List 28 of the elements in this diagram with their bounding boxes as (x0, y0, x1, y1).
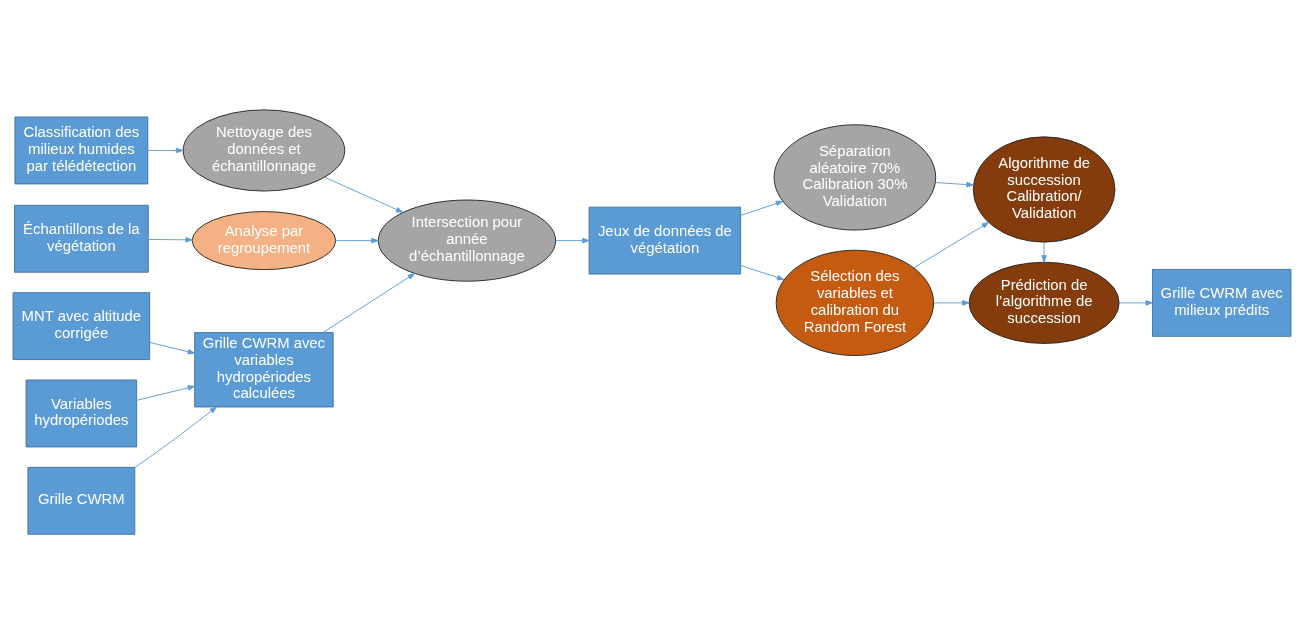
arrow (134, 406, 217, 468)
arrow (1118, 299, 1153, 306)
node-ellipse: Analyse par regroupement (191, 210, 337, 270)
node-box: Grille CWRM avec milieux prédits (1152, 268, 1292, 337)
node-box: MNT avec altitude corrigée (12, 291, 151, 360)
arrow (149, 341, 196, 354)
arrow (740, 264, 785, 280)
arrow (147, 147, 184, 153)
arrow (1041, 241, 1047, 263)
node-ellipse: Prédiction de l’algorithme de succession (968, 261, 1120, 344)
node-box: Échantillons de la végétation (14, 204, 149, 273)
node-box: Jeux de données de végétation (588, 206, 742, 275)
arrow (933, 299, 970, 306)
arrow (740, 200, 784, 216)
node-box: Classification des milieux humides par télédétection (14, 116, 149, 184)
node-ellipse: Algorithme de succession Calibration/ Validation (972, 135, 1116, 243)
arrow (136, 384, 196, 401)
node-box: Grille CWRM avec variables hydropériodes calculées (194, 331, 334, 407)
node-box: Grille CWRM (27, 466, 136, 535)
arrow (555, 237, 590, 243)
node-box: Variables hydropériodes (25, 379, 138, 447)
node-ellipse: Nettoyage des données et échantillonnage (182, 108, 346, 191)
arrow (335, 237, 379, 243)
arrow (913, 221, 990, 268)
arrow (147, 236, 193, 243)
arrow (324, 176, 404, 213)
arrow (322, 272, 416, 333)
arrow (935, 181, 974, 187)
